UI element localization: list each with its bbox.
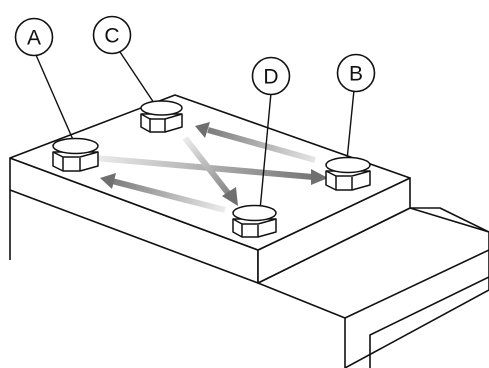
leader-a bbox=[35, 54, 75, 143]
callout-label-b: B bbox=[349, 63, 363, 86]
leader-c bbox=[119, 51, 157, 107]
nut-b bbox=[325, 156, 371, 191]
arrow-c-to-d bbox=[182, 136, 238, 206]
callout-b: B bbox=[336, 53, 376, 93]
callout-a: A bbox=[14, 17, 54, 57]
sequence-arrows bbox=[94, 122, 328, 213]
callout-label-c: C bbox=[104, 25, 119, 48]
leader-lines bbox=[35, 51, 355, 211]
nut-d bbox=[232, 204, 277, 238]
arrow-a-to-b bbox=[94, 155, 328, 185]
nut-a bbox=[52, 137, 99, 172]
callout-d: D bbox=[251, 56, 291, 96]
engine-block bbox=[9, 190, 489, 368]
callout-label-a: A bbox=[27, 27, 41, 50]
arrow-d-to-a bbox=[100, 173, 226, 213]
callout-c: C bbox=[92, 15, 132, 55]
nut-c bbox=[140, 100, 183, 133]
leader-b bbox=[346, 89, 355, 161]
callout-label-d: D bbox=[263, 66, 278, 89]
leader-d bbox=[259, 92, 272, 211]
arrow-b-to-c bbox=[195, 122, 316, 163]
